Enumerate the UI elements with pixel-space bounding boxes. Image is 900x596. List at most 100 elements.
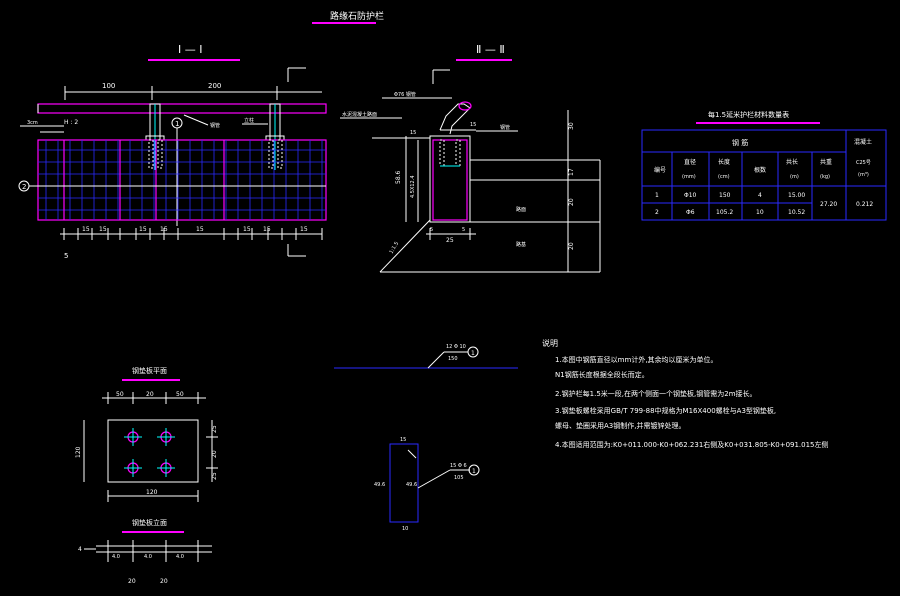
rebar-bent-bottom: 10 — [402, 526, 408, 532]
table-concrete-sub: C25号 — [856, 160, 871, 166]
rebar-straight-label: 12 Φ 10 — [446, 344, 466, 350]
note-3b: 螺母、垫圈采用A3钢制作,并需镀锌处理。 — [555, 421, 685, 430]
sec2-label-road: 路面 — [516, 206, 526, 213]
plate-plan-left-dim: 120 — [75, 420, 85, 482]
sec1-leaders: 3cm H : 2 钢管 立柱 — [20, 114, 268, 133]
section-1-title: Ⅰ — Ⅰ — [178, 43, 202, 56]
notes: 说明 1.本图中钢筋直径以mm计外,其余均以厘米为单位。 N1钢筋长度根据全段长… — [542, 338, 829, 449]
rebar-bent-label: 15 Φ 6 — [450, 463, 467, 469]
table-concrete-merged: 0.212 — [856, 201, 873, 208]
sec2-leaders: Φ76 钢管 水泥混凝土路面 钢管 — [340, 91, 518, 132]
sec2-curb — [429, 135, 471, 223]
table-col-dia-unit: (mm) — [682, 174, 696, 180]
rebar-bent-inner: 49.6 — [406, 482, 417, 488]
section-2-title: Ⅱ — Ⅱ — [476, 43, 505, 56]
rebar-bent: 15 10 49.6 49.6 1 15 Φ 6 105 — [374, 437, 480, 532]
plate-plan-right-dims: 25 20 25 — [206, 420, 218, 482]
label-3cm: 3cm — [27, 120, 38, 126]
sec1-top-dimension: 100 200 — [64, 82, 322, 100]
table-row-2-num: 10 — [756, 209, 764, 216]
materials-table: 钢 筋 混凝土 C25号 (m³) 编号 直径 (mm) 长度 (cm) 根数 … — [641, 129, 887, 221]
sec2-label-pipe: 钢管 — [500, 124, 510, 131]
sec2-dim-5a: 5 — [430, 227, 433, 233]
table-concrete-unit: (m³) — [858, 172, 869, 178]
table-col-dia: 直径 — [684, 158, 696, 166]
table-col-weight-unit: (kg) — [820, 174, 830, 180]
table-row-1-total: 15.00 — [788, 192, 805, 199]
label-lizhu: 立柱 — [244, 117, 254, 124]
rebar-bent-left: 49.6 — [374, 482, 385, 488]
note-1b: N1钢筋长度根据全段长而定。 — [555, 370, 649, 379]
table-row-1-no: 1 — [655, 192, 659, 199]
table-weight-merged: 27.20 — [820, 201, 837, 208]
plate-side-body: 4 4.0 4.0 4.0 20 20 — [78, 540, 212, 585]
sec1-bottom-labels: 15 15 15 15 15 15 15 15 — [82, 226, 308, 233]
table-row-2-len: 105.2 — [716, 209, 733, 216]
svg-text:15: 15 — [139, 226, 147, 233]
dim-100: 100 — [102, 82, 115, 90]
sec2-dim-15-left: 15 — [410, 130, 416, 136]
sec2-left-dims: 58.6 4.5X12.4 15 — [395, 130, 419, 222]
table-concrete-header: 混凝土 — [854, 138, 872, 146]
svg-text:15: 15 — [82, 226, 90, 233]
plate-dim-right-1: 25 — [211, 425, 218, 433]
sec2-dim-17: 17 — [568, 168, 575, 176]
table-col-total: 共长 — [786, 158, 798, 166]
sec2-cut-marker — [432, 69, 450, 84]
plate-bottom-dim-1: 20 — [128, 578, 136, 585]
dim-200: 200 — [208, 82, 221, 90]
plate-side-left: 4 — [78, 546, 82, 553]
dim-5: 5 — [64, 252, 68, 260]
plate-dim-right-3: 25 — [211, 472, 218, 480]
table-group-header: 钢 筋 — [732, 138, 748, 147]
sec2-dim-20a: 20 — [568, 198, 575, 206]
plate-height: 120 — [75, 446, 82, 458]
notes-heading: 说明 — [542, 338, 558, 348]
table-row-2-dia: Φ6 — [686, 209, 695, 216]
label-gangguan: 钢管 — [210, 122, 220, 129]
table-row-2-total: 10.52 — [788, 209, 805, 216]
plate-dim-top-2: 20 — [146, 391, 154, 398]
svg-text:15: 15 — [99, 226, 107, 233]
sec2-dim-5b: 5 — [462, 227, 465, 233]
table-row-1-num: 4 — [758, 192, 762, 199]
section-cut-marker-bottom — [287, 244, 306, 257]
plate-dim-top-1: 50 — [116, 391, 124, 398]
plate-side-title: 钢垫板立面 — [132, 518, 167, 527]
table-col-total-unit: (m) — [790, 174, 799, 180]
table-col-len: 长度 — [718, 158, 730, 166]
table-row-1-len: 150 — [719, 192, 731, 199]
table-row-2-no: 2 — [655, 209, 659, 216]
sec2-dim-25: 25 — [446, 237, 454, 244]
svg-text:15: 15 — [263, 226, 271, 233]
rebar-bent-sub: 105 — [454, 475, 464, 481]
curb-grid — [37, 139, 327, 221]
railing-pipe — [37, 103, 327, 114]
main-title: 路缘石防护栏 — [330, 10, 384, 22]
note-3: 3.钢垫板螺栓采用GB/T 799-88中规格为M16X400螺栓与A3型钢垫板… — [555, 406, 776, 415]
sec2-dim-20b: 20 — [568, 242, 575, 250]
svg-text:15: 15 — [196, 226, 204, 233]
plate-plan-top-dims: 50 20 50 — [102, 391, 206, 404]
railing-posts — [145, 103, 285, 170]
table-col-len-unit: (cm) — [718, 174, 730, 180]
plate-dim-top-3: 50 — [176, 391, 184, 398]
label-h2: H : 2 — [64, 119, 78, 126]
note-1: 1.本图中钢筋直径以mm计外,其余均以厘米为单位。 — [555, 355, 718, 364]
svg-text:15: 15 — [300, 226, 308, 233]
callout-2-label: 2 — [22, 183, 26, 191]
sec2-dim-1to5: 1:1.5 — [389, 241, 401, 255]
sec2-rail-bracket: 15 — [439, 101, 476, 135]
plate-plan-bottom-dim: 120 — [107, 489, 199, 502]
note-2: 2.钢护栏每1.5米一段,在两个侧面一个钢垫板,钢管需为2m接长。 — [555, 389, 757, 398]
plate-bottom-dim-2: 20 — [160, 578, 168, 585]
sec2-label-left: 水泥混凝土路面 — [342, 111, 377, 118]
sec2-dim-15-top: 15 — [470, 122, 476, 128]
callout-1-label: 1 — [175, 120, 179, 128]
sec1-bottom-dimension: 5 — [60, 228, 323, 260]
rebar-straight-callout: 1 — [471, 350, 475, 357]
plate-width: 120 — [146, 489, 158, 496]
sec2-bottom-dims: 5 5 25 1:1.5 — [389, 227, 476, 255]
section-cut-marker-top — [287, 67, 306, 82]
